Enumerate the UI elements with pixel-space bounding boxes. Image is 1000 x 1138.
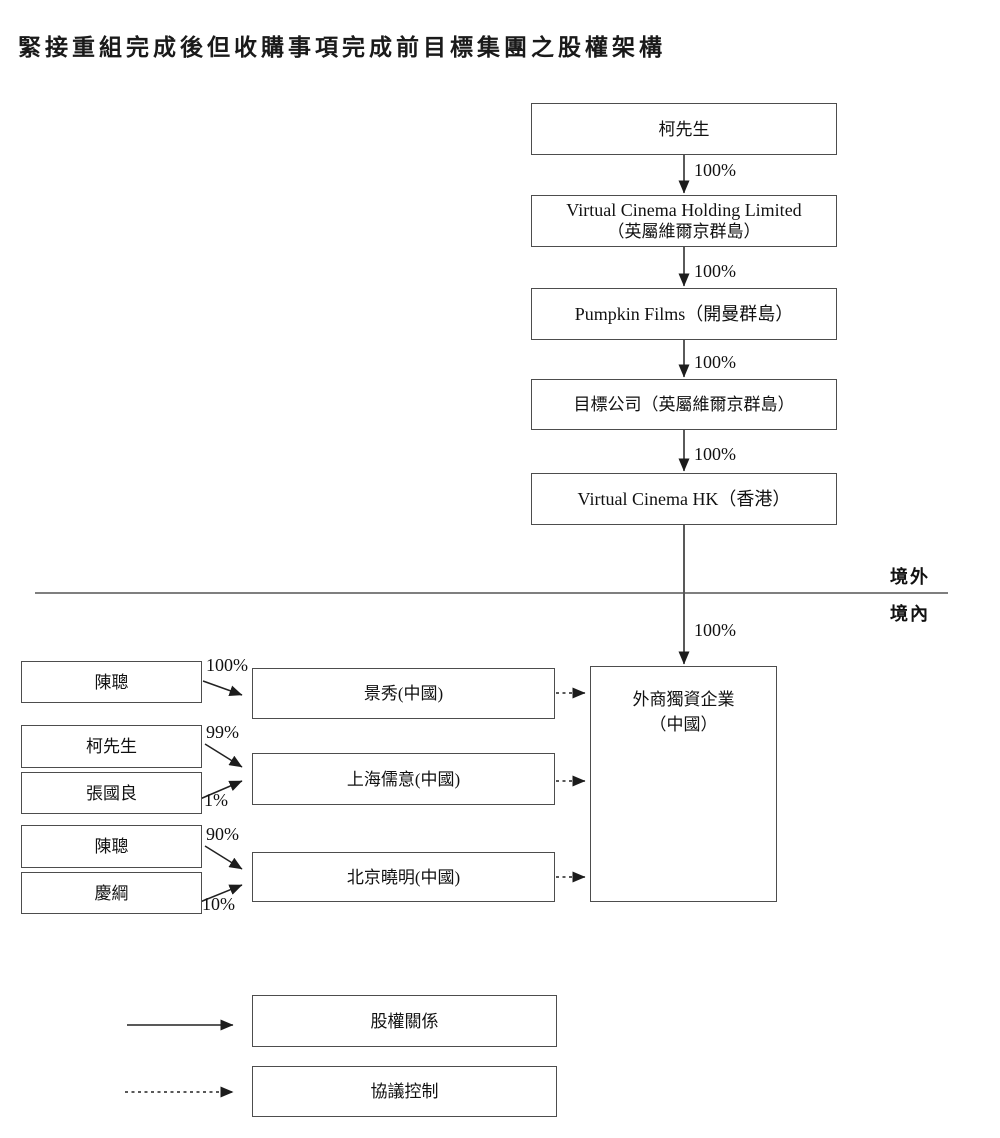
- percent-label: 10%: [202, 894, 235, 914]
- node-wfoe: 外商獨資企業 （中國）: [590, 666, 777, 902]
- node-qing-gang: 慶綱: [21, 872, 202, 914]
- node-label: 景秀(中國): [363, 684, 444, 703]
- percent-label: 100%: [694, 261, 736, 281]
- percent-label: 90%: [206, 824, 239, 844]
- node-label: 柯先生: [658, 119, 710, 139]
- page-title: 緊接重組完成後但收購事項完成前目標集團之股權架構: [18, 34, 666, 60]
- percent-label: 99%: [206, 722, 239, 742]
- node-label: 陳聰: [94, 672, 129, 692]
- label-onshore: 境內: [890, 604, 930, 624]
- equity-arrow: [202, 680, 243, 696]
- node-chen-cong-1: 陳聰: [21, 661, 202, 703]
- node-sublabel: （中國）: [649, 715, 718, 734]
- node-label: Virtual Cinema HK（香港）: [577, 488, 791, 509]
- node-label: 北京曉明(中國): [346, 867, 461, 887]
- node-label: 張國良: [86, 783, 137, 803]
- percent-label: 1%: [204, 790, 228, 810]
- legend-box-equity: 股權關係: [252, 995, 557, 1047]
- legend-label: 股權關係: [370, 1011, 439, 1031]
- node-label: 陳聰: [94, 837, 129, 856]
- equity-arrow: [204, 845, 243, 870]
- node-beijing-xiaoming: 北京曉明(中國): [252, 852, 555, 902]
- percent-label: 100%: [694, 444, 736, 464]
- node-jingxiu: 景秀(中國): [252, 668, 555, 719]
- node-mr-ko: 柯先生: [531, 103, 837, 155]
- node-pumpkin-films: Pumpkin Films（開曼群島）: [531, 288, 837, 340]
- percent-label: 100%: [694, 160, 736, 180]
- percent-label: 100%: [694, 620, 736, 640]
- node-target-company: 目標公司（英屬維爾京群島）: [531, 379, 837, 430]
- node-mr-ko-onshore: 柯先生: [21, 725, 202, 768]
- node-label: 上海儒意(中國): [346, 769, 461, 789]
- percent-label: 100%: [206, 655, 248, 675]
- node-label: 外商獨資企業: [632, 690, 735, 709]
- node-label: Virtual Cinema Holding Limited: [566, 200, 802, 220]
- label-offshore: 境外: [890, 567, 930, 587]
- node-shanghai-ruyi: 上海儒意(中國): [252, 753, 555, 805]
- node-chen-cong-2: 陳聰: [21, 825, 202, 868]
- node-label: 目標公司（英屬維爾京群島）: [573, 395, 795, 414]
- node-zhang-guoliang: 張國良: [21, 772, 202, 814]
- node-label: 柯先生: [86, 737, 137, 756]
- node-label: Pumpkin Films（開曼群島）: [574, 303, 794, 324]
- legend-box-contract: 協議控制: [252, 1066, 557, 1117]
- node-virtual-cinema-holding: Virtual Cinema Holding Limited （英屬維爾京群島）: [531, 195, 837, 247]
- legend-label: 協議控制: [370, 1082, 439, 1101]
- node-virtual-cinema-hk: Virtual Cinema HK（香港）: [531, 473, 837, 525]
- equity-arrow: [204, 743, 243, 768]
- node-sublabel: （英屬維爾京群島）: [607, 222, 761, 241]
- percent-label: 100%: [694, 352, 736, 372]
- node-label: 慶綱: [94, 883, 129, 903]
